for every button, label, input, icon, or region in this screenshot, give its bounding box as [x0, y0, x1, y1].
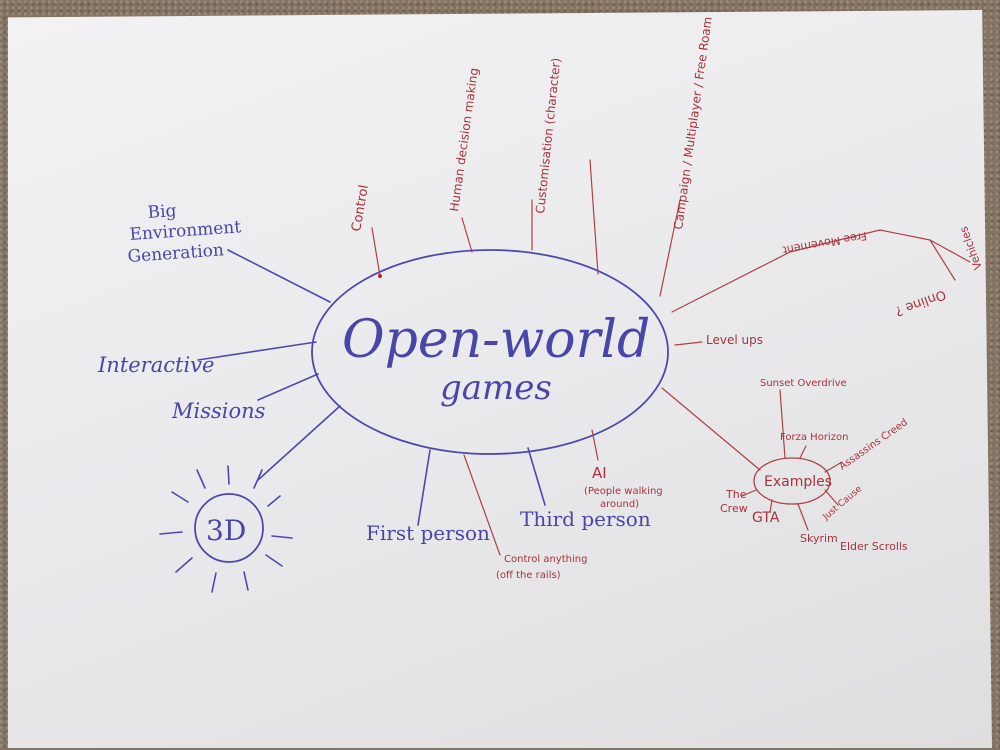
example-elder-scrolls: Elder Scrolls	[840, 540, 908, 553]
branch-generation: Generation	[127, 240, 225, 267]
center-ellipse	[311, 249, 669, 455]
example-crew: Crew	[720, 502, 748, 515]
branch-level-ups: Level ups	[706, 333, 763, 347]
examples-ellipse	[753, 457, 831, 505]
sun-3d-drawing	[159, 465, 293, 593]
red-branch-lines	[371, 159, 971, 556]
ink-dot	[378, 274, 382, 278]
branch-ai: AI	[592, 464, 607, 482]
branch-vehicles: Vehicles	[957, 224, 985, 271]
branch-big: Big	[147, 201, 177, 223]
center-subtitle: games	[440, 368, 552, 408]
example-forza-horizon: Forza Horizon	[780, 432, 848, 443]
examples-label: Examples	[764, 474, 832, 490]
branch-human-decision: Human decision making	[447, 67, 481, 212]
branch-control-anything: Control anything	[504, 554, 587, 565]
three-d-label: 3D	[206, 514, 246, 547]
paper-sheet	[8, 10, 992, 748]
branch-environment: Environment	[129, 217, 242, 245]
branch-campaign: Campaign / Multiplayer / Free Roam	[671, 16, 715, 231]
branch-third-person: Third person	[520, 507, 651, 531]
example-assassins-creed: Assassins Creed	[837, 417, 910, 472]
example-sunset-overdrive: Sunset Overdrive	[760, 378, 847, 389]
branch-online: Online ?	[893, 286, 948, 318]
branch-ai-detail-2: around)	[600, 499, 639, 510]
branch-free-movement: Free Movement	[781, 229, 868, 257]
example-skyrim: Skyrim	[800, 532, 838, 545]
example-the: The	[725, 488, 747, 501]
branch-off-the-rails: (off the rails)	[496, 570, 561, 581]
branch-customisation: Customisation (character)	[533, 57, 563, 214]
branch-interactive: Interactive	[97, 353, 214, 377]
example-lines	[741, 389, 843, 531]
example-gta: GTA	[752, 510, 780, 526]
branch-ai-detail-1: (People walking	[584, 486, 663, 497]
branch-control: Control	[349, 184, 372, 233]
branch-first-person: First person	[366, 521, 490, 545]
blue-branch-lines	[197, 249, 546, 526]
branch-missions: Missions	[171, 399, 266, 423]
center-title: Open-world	[342, 310, 650, 370]
